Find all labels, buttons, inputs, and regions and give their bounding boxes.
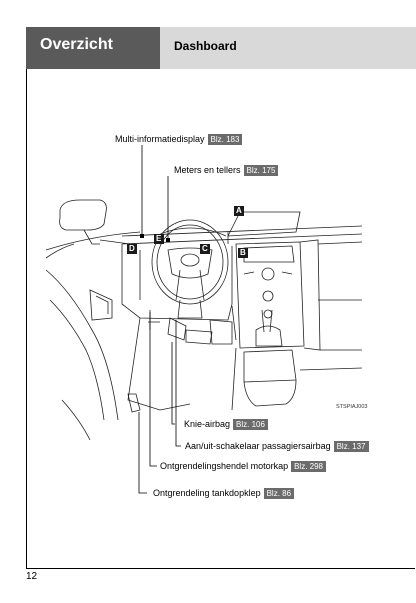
callout-label: Ontgrendeling tankdopklep <box>153 488 261 498</box>
marker-a: A <box>236 206 242 215</box>
page-ref: Blz. 183 <box>207 134 243 145</box>
page-title: Dashboard <box>174 39 237 53</box>
page-ref: Blz. 137 <box>333 441 369 452</box>
section-tab <box>26 27 160 69</box>
marker-b: B <box>240 248 246 257</box>
marker-c: C <box>202 244 208 253</box>
callout-label: Aan/uit-schakelaar passagiersairbag <box>185 441 331 451</box>
marker-d: D <box>129 244 135 253</box>
marker-e: E <box>156 234 162 243</box>
page-number: 12 <box>26 571 38 582</box>
figure-id: STSPIAJ003 <box>336 404 368 410</box>
section-title: Overzicht <box>40 36 113 53</box>
callout-label: Ontgrendelingshendel motorkap <box>160 461 289 471</box>
page-ref: Blz. 175 <box>243 165 279 176</box>
page-ref: Blz. 106 <box>233 419 268 430</box>
content-frame <box>26 69 415 569</box>
title-bar <box>160 27 416 69</box>
callout-label: Knie-airbag <box>184 419 231 429</box>
page-ref: Blz. 86 <box>263 488 295 499</box>
callout-label: Meters en tellers <box>174 165 241 175</box>
callout-label: Multi-informatiedisplay <box>115 134 205 144</box>
page-ref: Blz. 298 <box>291 461 326 472</box>
